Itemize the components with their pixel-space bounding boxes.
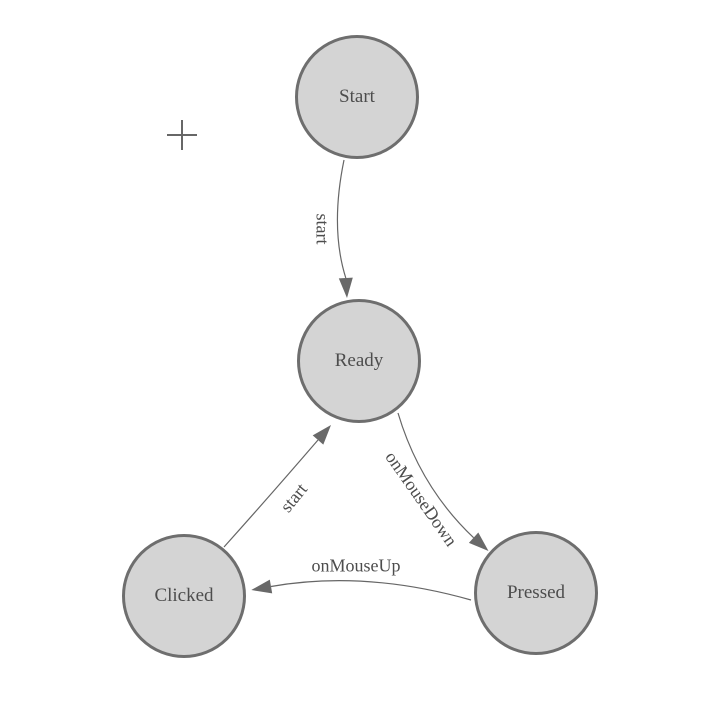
state-node-clicked[interactable]: Clicked xyxy=(122,534,246,658)
state-node-pressed[interactable]: Pressed xyxy=(474,531,598,655)
arrowhead-ready-pressed xyxy=(468,532,489,551)
edge-start-ready[interactable] xyxy=(336,159,353,298)
plus-marker-icon xyxy=(167,120,197,150)
edge-label-onmouseup: onMouseUp xyxy=(311,555,401,576)
edge-pressed-clicked[interactable] xyxy=(251,579,472,601)
edge-pressed-clicked-line[interactable] xyxy=(270,580,472,601)
state-node-ready[interactable]: Ready xyxy=(297,299,421,423)
edge-label-start: start xyxy=(312,213,333,245)
state-node-pressed-label: Pressed xyxy=(506,582,566,603)
edge-clicked-ready-line[interactable] xyxy=(223,439,319,548)
arrowhead-pressed-clicked xyxy=(251,579,273,594)
edge-ready-pressed[interactable] xyxy=(397,412,489,551)
edge-ready-pressed-line[interactable] xyxy=(397,412,475,539)
arrowhead-start-ready xyxy=(338,277,353,298)
edge-clicked-ready[interactable] xyxy=(223,425,331,548)
state-node-start[interactable]: Start xyxy=(295,35,419,159)
state-node-start-label: Start xyxy=(339,86,375,107)
arrowhead-clicked-ready xyxy=(312,425,331,445)
state-node-clicked-label: Clicked xyxy=(154,585,214,606)
edge-start-ready-line[interactable] xyxy=(336,159,347,279)
state-node-ready-label: Ready xyxy=(334,350,384,371)
